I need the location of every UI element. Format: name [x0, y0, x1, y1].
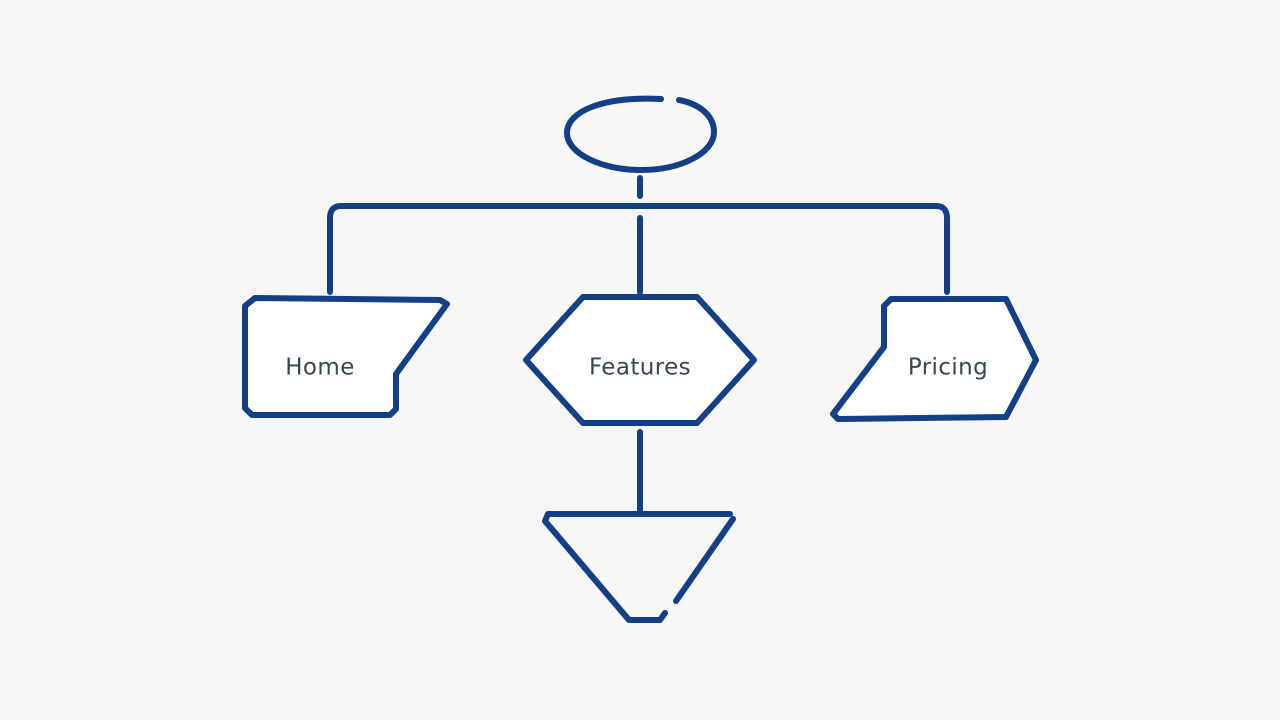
connector-bus-to-home [327, 203, 344, 295]
card-node-outline[interactable] [242, 295, 450, 418]
node-root[interactable] [564, 95, 717, 173]
ellipse-node-outline[interactable] [564, 95, 717, 173]
node-features-label: Features [589, 355, 691, 381]
node-pricing-label: Pricing [908, 355, 988, 381]
connector-bus-to-pricing [933, 203, 950, 295]
arrow-node-outline[interactable] [830, 296, 1039, 422]
hexagon-node-outline[interactable] [523, 294, 757, 426]
node-layer: Home Features Pricing [242, 95, 1039, 623]
node-pricing[interactable]: Pricing [830, 296, 1039, 422]
funnel-node-right-edge[interactable] [673, 516, 736, 604]
node-features[interactable]: Features [523, 294, 757, 426]
node-home[interactable]: Home [242, 295, 450, 418]
node-home-label: Home [285, 355, 355, 381]
node-funnel[interactable] [542, 511, 736, 623]
connector-layer [327, 175, 950, 513]
funnel-node-outline[interactable] [542, 511, 733, 623]
